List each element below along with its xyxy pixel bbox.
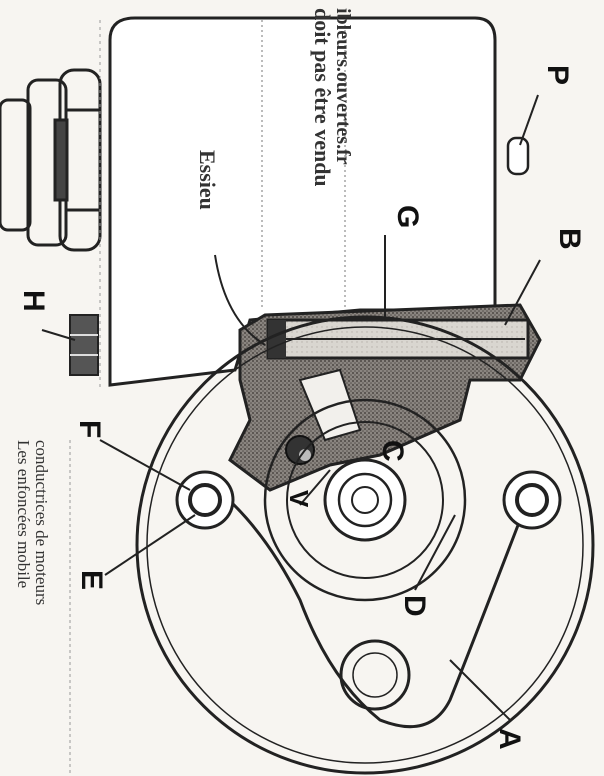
caption-line-2: conductrices de moteurs xyxy=(32,440,51,605)
caption-text: Les enfoncées mobile conductrices de mot… xyxy=(14,440,51,605)
label-v: V xyxy=(284,490,314,508)
label-g: G xyxy=(391,205,424,228)
label-b: B xyxy=(553,228,586,250)
brush-bracket xyxy=(228,303,542,492)
bolt-right xyxy=(502,470,562,530)
svg-text:A: A xyxy=(493,728,526,750)
bolt-left xyxy=(175,470,235,530)
hex-fitting xyxy=(0,68,102,252)
svg-text:V: V xyxy=(284,490,314,508)
svg-text:G: G xyxy=(391,205,424,228)
end-plate xyxy=(135,315,595,775)
svg-text:E: E xyxy=(75,570,108,590)
essieu-label: Essieu xyxy=(195,150,220,210)
caption-line-1: Les enfoncées mobile xyxy=(14,440,33,588)
label-c: C xyxy=(376,440,409,462)
svg-text:H: H xyxy=(17,290,50,312)
label-d: D xyxy=(398,595,431,617)
label-a: A xyxy=(493,728,526,750)
svg-text:B: B xyxy=(553,228,586,250)
watermark-line-2: ibleurs.ouvertes.fr xyxy=(332,8,354,165)
label-e: E xyxy=(75,570,108,590)
label-p: P xyxy=(541,65,574,85)
svg-text:C: C xyxy=(376,440,409,462)
svg-text:Essieu: Essieu xyxy=(195,150,220,210)
svg-text:D: D xyxy=(398,595,431,617)
label-f: F xyxy=(73,420,106,438)
watermark-line-1: doit pas être vendu xyxy=(310,8,335,187)
terminal-h xyxy=(69,314,99,376)
label-h: H xyxy=(17,290,50,312)
terminal-p xyxy=(506,136,530,176)
leader-lines xyxy=(41,94,541,721)
watermark-text: doit pas être vendu ibleurs.ouvertes.fr xyxy=(310,8,354,187)
motor-housing xyxy=(99,16,497,390)
svg-text:F: F xyxy=(73,420,106,438)
svg-text:P: P xyxy=(541,65,574,85)
